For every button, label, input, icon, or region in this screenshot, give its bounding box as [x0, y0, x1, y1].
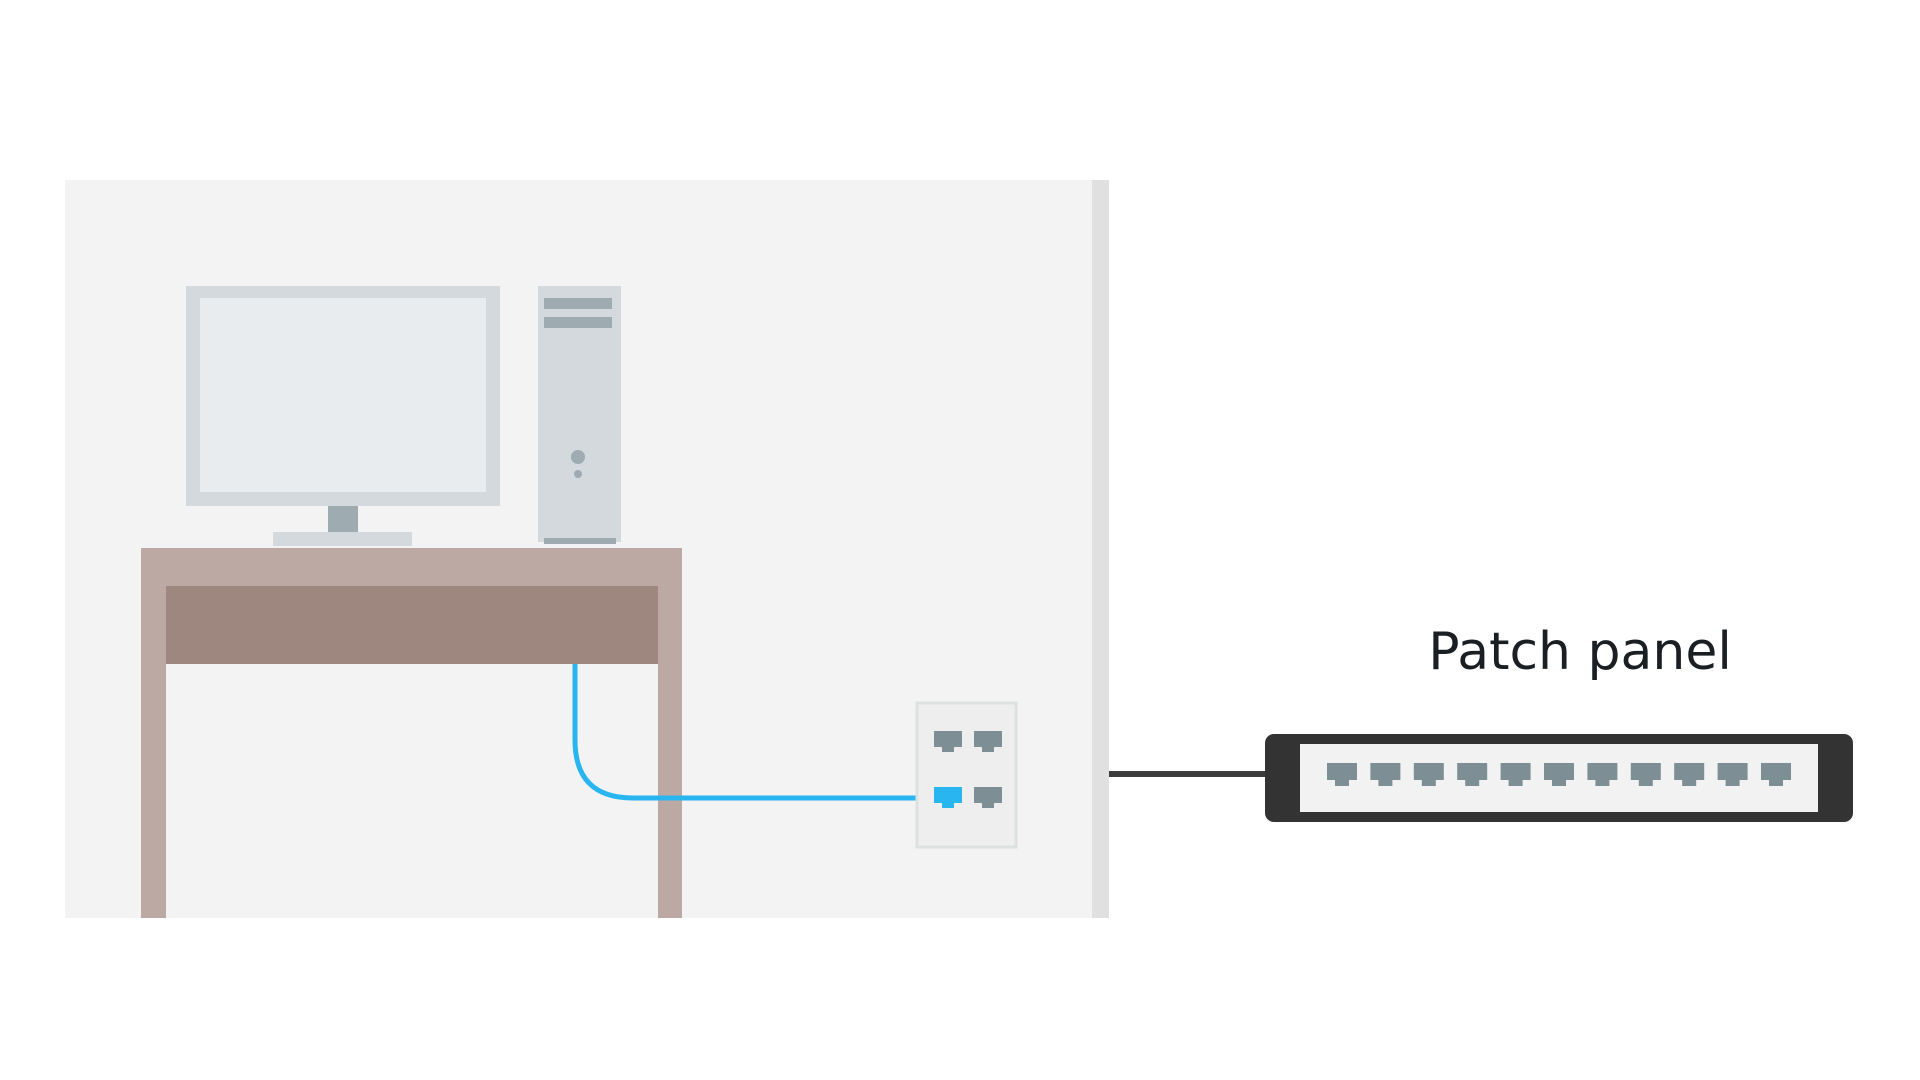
patch-panel-port: [1327, 763, 1357, 786]
wall-jack-port-3-active: [934, 787, 962, 808]
patch-panel-port: [1370, 763, 1401, 786]
computer-tower: [538, 286, 621, 544]
wall-jack-plate: [915, 701, 1018, 849]
wall-jack-port-1: [934, 731, 962, 752]
wall-edge: [1092, 180, 1109, 918]
patch-panel-port: [1544, 763, 1574, 786]
patch-panel-label: Patch panel: [1428, 622, 1732, 682]
tower-led: [574, 470, 582, 478]
tower-power-button: [571, 450, 585, 464]
patch-panel-port: [1457, 763, 1488, 786]
patch-panel-port: [1717, 763, 1748, 786]
patch-panel-port: [1630, 763, 1661, 786]
patch-panel-port: [1674, 763, 1705, 786]
desk-left-leg: [141, 586, 166, 918]
patch-panel-ports: [1327, 763, 1791, 786]
tower-base: [544, 538, 616, 544]
desk-top: [141, 548, 682, 586]
monitor-stand-base: [273, 532, 412, 546]
wall-jack: [915, 701, 1018, 849]
desk-apron: [166, 586, 658, 664]
tower-drive-bay-1: [544, 298, 612, 309]
tower-body: [538, 286, 621, 542]
monitor-stand-neck: [328, 506, 358, 534]
network-cable: [572, 664, 938, 801]
desk: [141, 548, 682, 918]
patch-panel-port: [1500, 763, 1531, 786]
wall-jack-port-4: [974, 787, 1002, 808]
patch-panel-port: [1761, 763, 1791, 786]
patch-panel: [1265, 734, 1853, 822]
monitor-screen: [200, 298, 486, 492]
patch-panel-port: [1587, 763, 1618, 786]
wall-jack-port-2: [974, 731, 1002, 752]
monitor: [186, 286, 500, 546]
desk-right-leg: [658, 586, 682, 918]
patch-panel-port: [1413, 763, 1444, 786]
tower-drive-bay-2: [544, 317, 612, 328]
